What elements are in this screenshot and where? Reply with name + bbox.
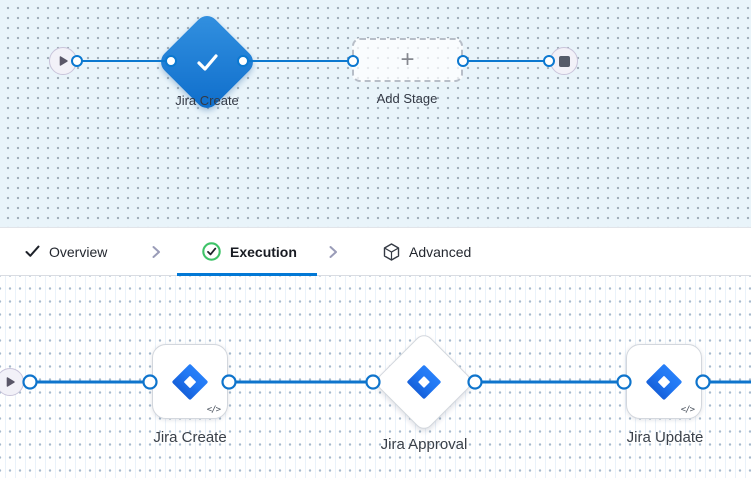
step-node-jira-create[interactable]: </> xyxy=(152,344,228,419)
tab-execution[interactable]: Execution xyxy=(202,228,297,275)
tab-execution-label: Execution xyxy=(230,243,297,260)
jira-icon xyxy=(646,363,682,400)
chevron-right-icon xyxy=(329,246,337,258)
execution-start-node[interactable] xyxy=(0,368,24,396)
step-node-jira-approval[interactable] xyxy=(373,331,475,433)
plus-icon: + xyxy=(400,46,415,73)
jira-icon xyxy=(407,365,441,399)
step-label: Jira Update xyxy=(626,429,704,446)
step-node-jira-update[interactable]: </> xyxy=(626,344,702,419)
stage-label: Jira Create xyxy=(175,93,239,108)
stop-icon xyxy=(558,55,570,67)
cube-icon xyxy=(383,242,400,261)
start-node[interactable] xyxy=(49,47,77,75)
code-badge: </> xyxy=(206,405,221,415)
tab-overview-label: Overview xyxy=(49,243,108,260)
play-icon xyxy=(59,56,68,66)
pipeline-connectors xyxy=(71,55,555,67)
pipeline-canvas[interactable]: Jira Create + Add Stage xyxy=(0,0,751,227)
check-icon xyxy=(197,54,218,71)
tab-advanced[interactable]: Advanced xyxy=(383,228,471,275)
connector-port[interactable] xyxy=(22,374,38,390)
stage-tab-bar: Overview Execution Advanced xyxy=(0,227,751,276)
end-node[interactable] xyxy=(550,47,578,75)
stage-node-jira-create[interactable] xyxy=(156,11,258,113)
tab-advanced-label: Advanced xyxy=(409,243,472,260)
step-label: Jira Approval xyxy=(380,436,468,453)
check-circle-icon xyxy=(202,242,221,261)
jira-icon xyxy=(172,363,208,400)
active-tab-underline xyxy=(177,273,317,276)
execution-canvas[interactable]: </> Jira Create Jira Approval </> Jira U… xyxy=(0,276,751,478)
step-label: Jira Create xyxy=(153,429,227,446)
chevron-right-icon xyxy=(152,246,160,258)
check-icon xyxy=(25,245,40,257)
tab-overview[interactable]: Overview xyxy=(25,228,107,275)
add-stage-label: Add Stage xyxy=(376,91,438,106)
add-stage-button[interactable]: + xyxy=(352,38,463,82)
code-badge: </> xyxy=(680,405,695,415)
play-icon xyxy=(6,377,15,387)
